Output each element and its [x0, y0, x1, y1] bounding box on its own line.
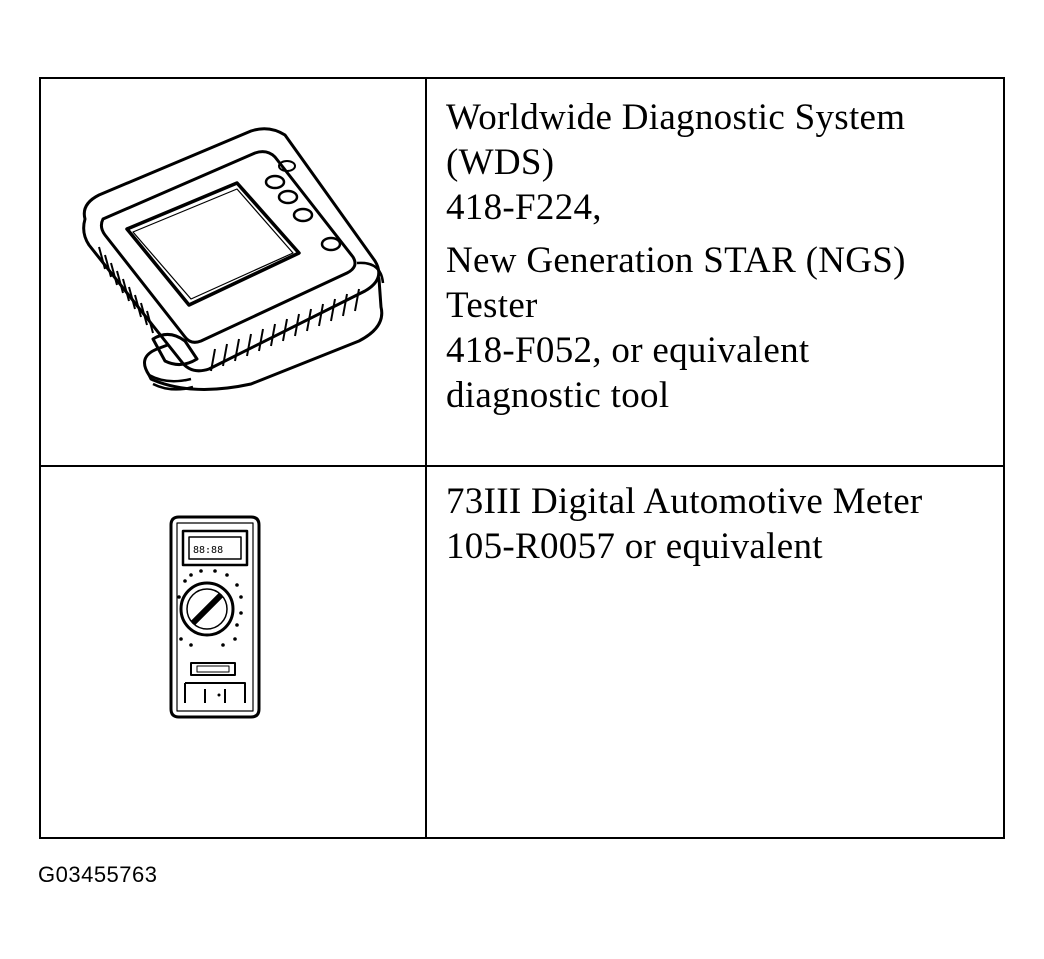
tool-description-cell: Worldwide Diagnostic System (WDS) 418-F2…: [425, 77, 1005, 467]
svg-text:88:88: 88:88: [193, 545, 223, 556]
description-line: 73III Digital Automotive Meter: [446, 481, 923, 522]
description-line: 418-F224,: [446, 187, 602, 228]
tool-description: Worldwide Diagnostic System (WDS) 418-F2…: [427, 79, 1003, 418]
description-line: 418-F052, or equivalent: [446, 330, 810, 371]
description-line: New Generation STAR (NGS): [446, 240, 906, 281]
special-tools-table: Worldwide Diagnostic System (WDS) 418-F2…: [39, 77, 1005, 839]
description-line: Tester: [446, 285, 538, 326]
tool-row-wds: Worldwide Diagnostic System (WDS) 418-F2…: [39, 77, 1005, 467]
tool-image-cell: [39, 77, 427, 467]
tool-image-cell: 88:88: [39, 465, 427, 839]
scan-tool-illustration: [82, 127, 385, 391]
figure-id: G03455763: [38, 862, 158, 887]
description-line: (WDS): [446, 142, 555, 183]
multimeter-illustration: 88:88: [169, 515, 261, 719]
tool-description-cell: 73III Digital Automotive Meter 105-R0057…: [425, 465, 1005, 839]
description-line: Worldwide Diagnostic System: [446, 97, 906, 138]
tool-description: 73III Digital Automotive Meter 105-R0057…: [427, 467, 1003, 569]
description-line: diagnostic tool: [446, 375, 670, 416]
description-line: 105-R0057 or equivalent: [446, 526, 823, 567]
tool-row-meter: 88:88: [39, 465, 1005, 839]
